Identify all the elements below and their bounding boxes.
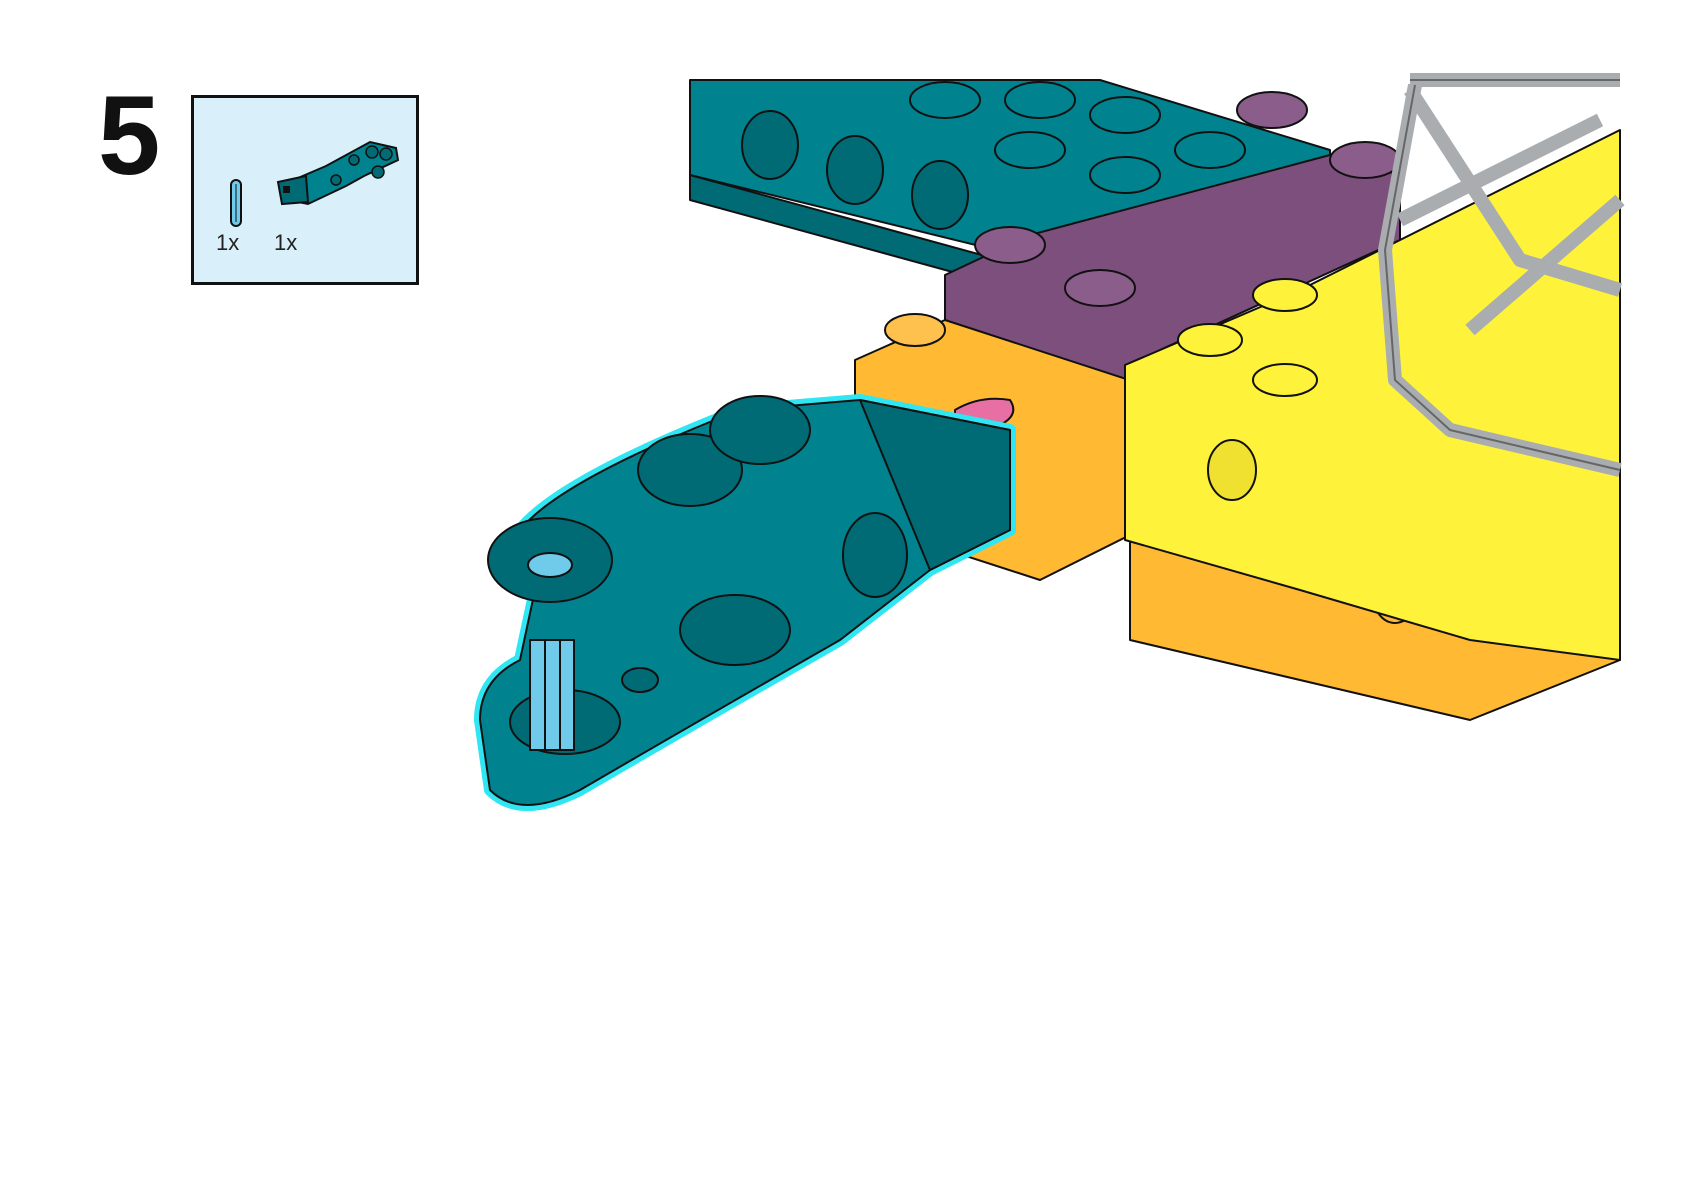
parts-callout: 1x 1x xyxy=(191,95,419,285)
teal-fork-connector xyxy=(474,394,1016,811)
fork-connector-qty: 1x xyxy=(274,230,298,255)
axle-pin-installed xyxy=(529,639,575,751)
axle-pin-qty: 1x xyxy=(216,230,240,255)
yellow-hub xyxy=(1124,129,1621,661)
fork-connector-icon xyxy=(276,140,400,206)
axle-pin-icon xyxy=(230,179,242,227)
step-number: 5 xyxy=(98,73,161,198)
